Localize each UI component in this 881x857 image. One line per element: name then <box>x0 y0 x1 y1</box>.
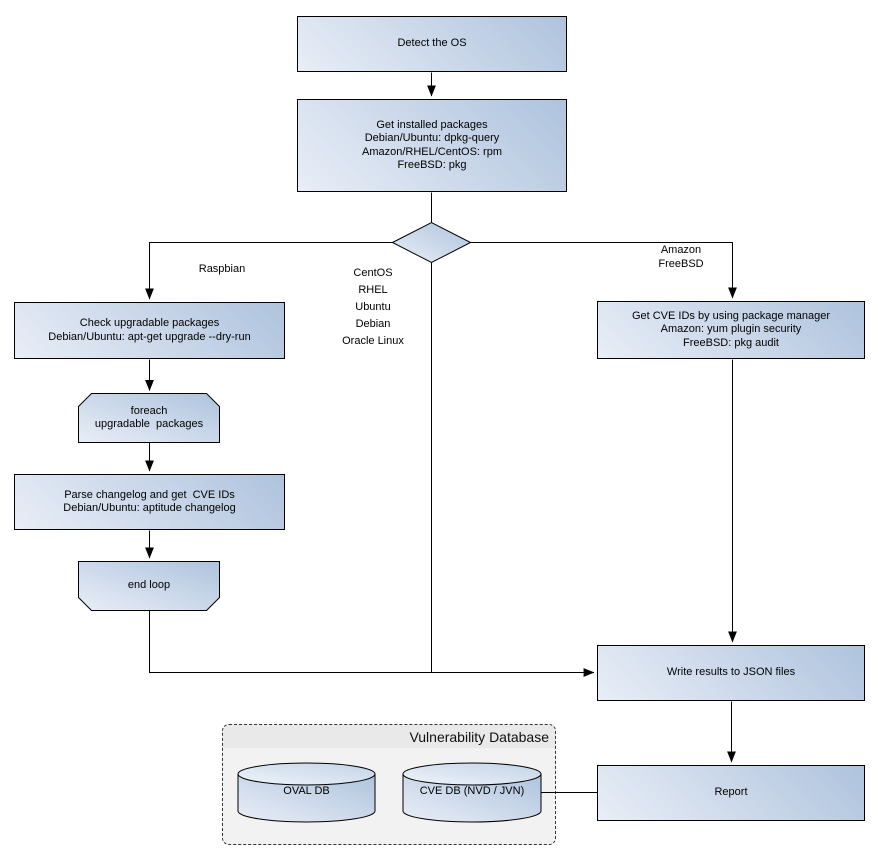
node-check-upgradable-label: Check upgradable packages Debian/Ubuntu:… <box>48 317 251 343</box>
foreach-loop-label: foreach upgradable packages <box>94 404 204 431</box>
node-report: Report <box>597 765 865 821</box>
oval-db-body <box>237 774 376 823</box>
node-write-results-label: Write results to JSON files <box>666 666 796 679</box>
cve-db-top <box>402 762 542 786</box>
cve-db-cylinder <box>402 762 542 823</box>
node-check-upgradable: Check upgradable packages Debian/Ubuntu:… <box>14 302 285 359</box>
edge-endloop-to-write-results <box>149 610 595 677</box>
cve-db-body <box>402 774 542 823</box>
oval-db-top <box>237 762 376 786</box>
node-detect-os: Detect the OS <box>297 16 567 72</box>
node-get-cve-ids: Get CVE IDs by using package manager Ama… <box>597 301 865 359</box>
node-get-cve-ids-label: Get CVE IDs by using package manager Ama… <box>631 309 831 349</box>
edge-decision-to-check-upgradable <box>145 242 393 300</box>
branch-label-amazon-freebsd: Amazon FreeBSD <box>658 244 704 270</box>
node-parse-changelog: Parse changelog and get CVE IDs Debian/U… <box>14 474 285 530</box>
node-detect-os-label: Detect the OS <box>397 37 467 50</box>
node-report-label: Report <box>714 786 748 799</box>
branch-label-raspbian: Raspbian <box>198 263 246 275</box>
vulnerability-database-title: Vulnerability Database <box>409 728 549 745</box>
foreach-loop-shape <box>78 393 220 443</box>
branch-label-middle-os-list: CentOS RHEL Ubuntu Debian Oracle Linux <box>342 267 404 347</box>
node-get-installed-packages: Get installed packages Debian/Ubuntu: dp… <box>297 99 567 192</box>
oval-db-label: OVAL DB <box>283 785 330 798</box>
edge-decision-to-get-cve-ids <box>470 242 737 299</box>
node-write-results: Write results to JSON files <box>597 645 865 701</box>
decision-diamond <box>391 221 472 264</box>
cve-db-label: CVE DB (NVD / JVN) <box>419 785 525 798</box>
vulnerability-database-header: Vulnerability Database <box>223 725 555 748</box>
node-parse-changelog-label: Parse changelog and get CVE IDs Debian/U… <box>63 488 236 515</box>
end-loop-label: end loop <box>127 578 171 591</box>
node-get-installed-packages-label: Get installed packages Debian/Ubuntu: dp… <box>362 118 502 172</box>
end-loop-shape <box>78 561 220 611</box>
oval-db-cylinder <box>237 762 376 823</box>
